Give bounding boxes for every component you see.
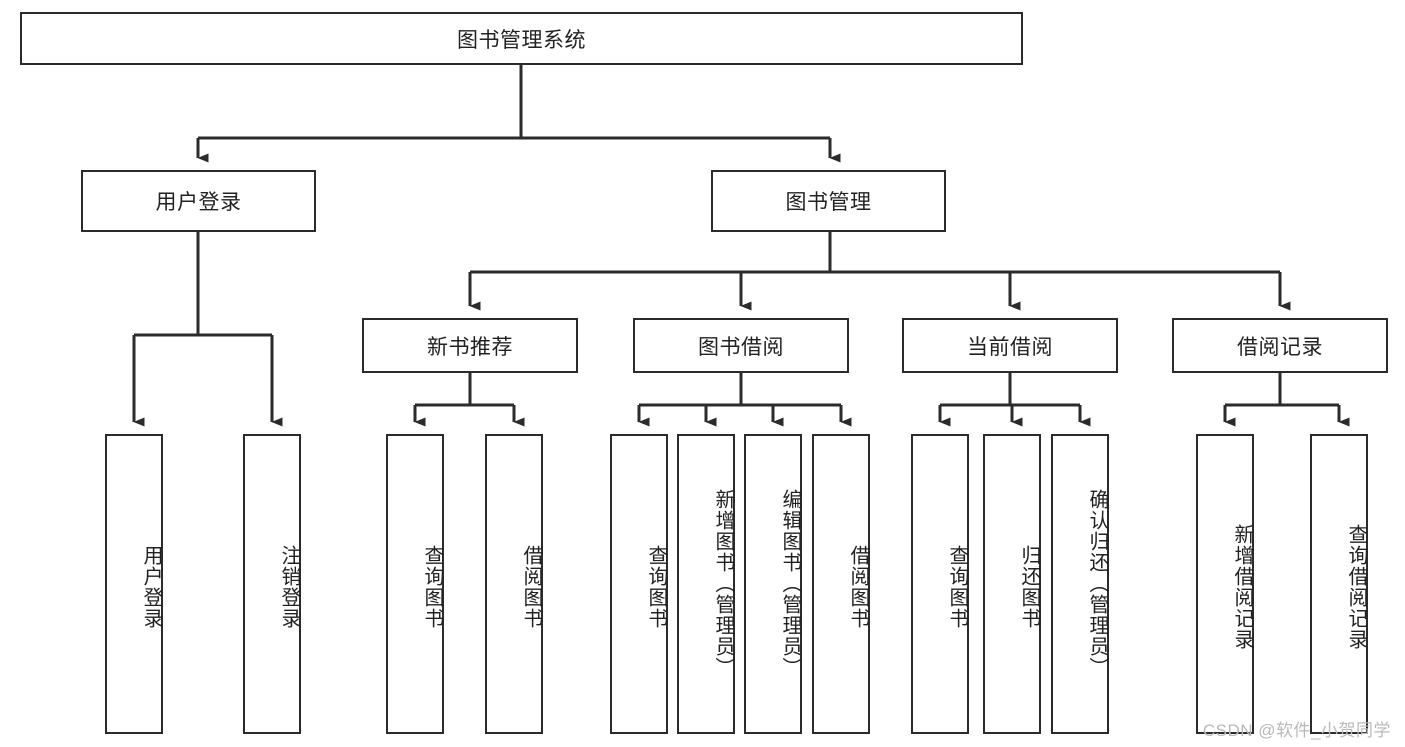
node-leaf-return-book-label: 归还图书 (1018, 545, 1040, 629)
node-new-book-recommend[interactable]: 新书推荐 (362, 318, 578, 373)
node-leaf-query-book-current-label: 查询图书 (946, 545, 968, 629)
node-borrow-record[interactable]: 借阅记录 (1172, 318, 1388, 373)
node-leaf-query-book-borrow-label: 查询图书 (645, 545, 667, 629)
node-user-login[interactable]: 用户登录 (81, 170, 316, 232)
node-leaf-add-book-admin[interactable]: 新增图书（管理员） (677, 434, 735, 734)
node-leaf-query-borrow-record-label: 查询借阅记录 (1345, 524, 1367, 650)
node-leaf-logout-label: 注销登录 (278, 545, 300, 629)
node-leaf-logout[interactable]: 注销登录 (243, 434, 301, 734)
node-book-management[interactable]: 图书管理 (711, 170, 946, 232)
node-leaf-borrow-book-borrow-label: 借阅图书 (847, 545, 869, 629)
node-user-login-label: 用户登录 (155, 191, 242, 214)
node-book-management-label: 图书管理 (785, 191, 872, 214)
node-book-borrow[interactable]: 图书借阅 (633, 318, 849, 373)
node-borrow-record-label: 借阅记录 (1237, 335, 1323, 359)
node-leaf-edit-book-admin-label: 编辑图书（管理员） (779, 488, 801, 678)
node-leaf-query-book-current[interactable]: 查询图书 (911, 434, 969, 734)
node-new-book-recommend-label: 新书推荐 (427, 335, 513, 359)
node-leaf-add-borrow-record-label: 新增借阅记录 (1231, 524, 1253, 650)
node-leaf-query-book-borrow[interactable]: 查询图书 (610, 434, 668, 734)
node-leaf-add-borrow-record[interactable]: 新增借阅记录 (1196, 434, 1254, 734)
node-current-borrow[interactable]: 当前借阅 (902, 318, 1118, 373)
node-leaf-return-book[interactable]: 归还图书 (983, 434, 1041, 734)
node-leaf-edit-book-admin[interactable]: 编辑图书（管理员） (744, 434, 802, 734)
node-leaf-query-book-newbook[interactable]: 查询图书 (386, 434, 444, 734)
node-leaf-confirm-return-admin-label: 确认归还（管理员） (1086, 488, 1108, 678)
node-leaf-user-login-label: 用户登录 (140, 545, 162, 629)
node-book-borrow-label: 图书借阅 (698, 335, 784, 359)
node-leaf-query-borrow-record[interactable]: 查询借阅记录 (1310, 434, 1368, 734)
node-leaf-query-book-newbook-label: 查询图书 (421, 545, 443, 629)
node-leaf-add-book-admin-label: 新增图书（管理员） (712, 488, 734, 678)
node-leaf-borrow-book-newbook[interactable]: 借阅图书 (485, 434, 543, 734)
node-leaf-user-login[interactable]: 用户登录 (105, 434, 163, 734)
node-leaf-confirm-return-admin[interactable]: 确认归还（管理员） (1051, 434, 1109, 734)
node-leaf-borrow-book-newbook-label: 借阅图书 (520, 545, 542, 629)
node-root-label: 图书管理系统 (457, 28, 586, 52)
node-root[interactable]: 图书管理系统 (20, 12, 1023, 65)
node-leaf-borrow-book-borrow[interactable]: 借阅图书 (812, 434, 870, 734)
node-current-borrow-label: 当前借阅 (967, 335, 1053, 359)
